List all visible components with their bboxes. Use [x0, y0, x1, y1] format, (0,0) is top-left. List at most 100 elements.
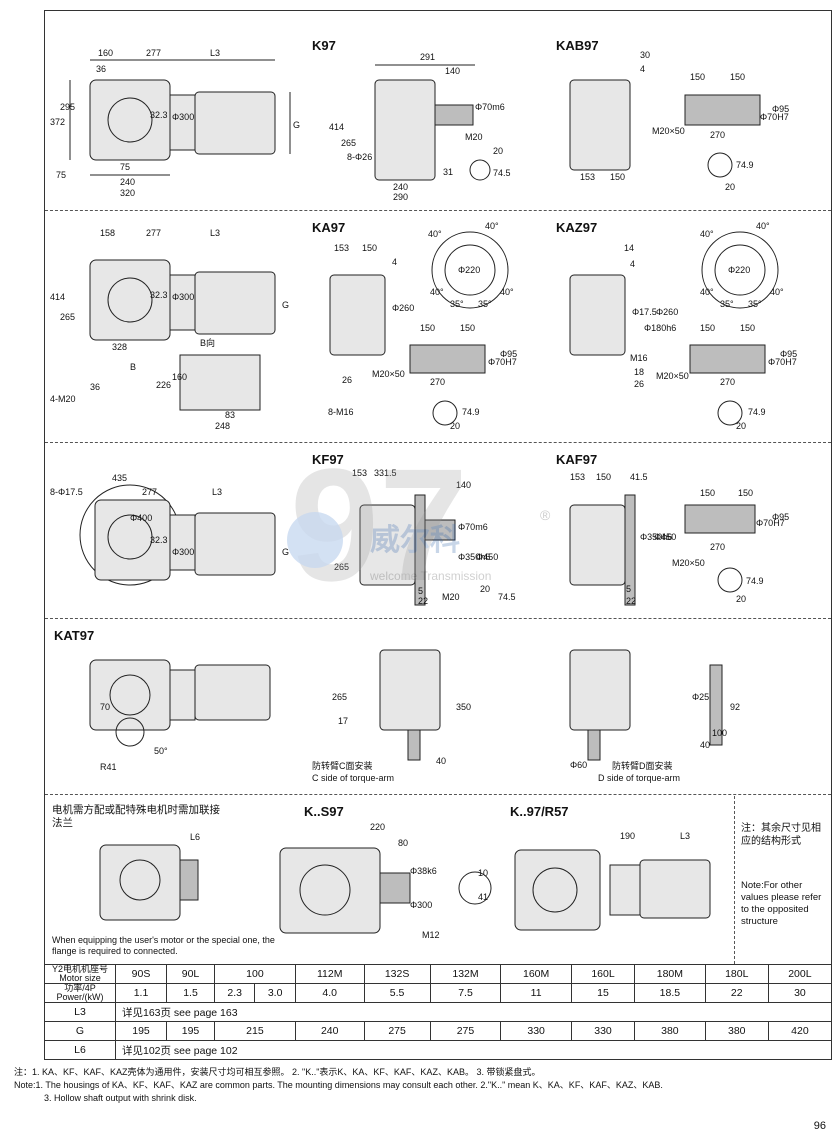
footnote-en-2: 3. Hollow shaft output with shrink disk. — [44, 1093, 197, 1103]
band-kf97 — [45, 443, 831, 619]
table-row: 功率/4P Power/(kW) 1.1 1.5 2.3 3.0 4.0 5.5… — [44, 983, 833, 1003]
svg-text:153: 153 — [352, 468, 367, 478]
table-cell: 3.0 — [254, 983, 296, 1003]
svg-text:B: B — [130, 362, 136, 372]
svg-text:Φ350h6: Φ350h6 — [458, 552, 490, 562]
kf97-side-drawing: 8-Φ17.5 435 277 L3 Φ400 32.3 Φ300 G — [50, 473, 289, 586]
svg-text:Φ70H7: Φ70H7 — [756, 518, 785, 528]
kab97-drawing: 30 4 150 150 Φ70H7 Φ95 M20×50 270 153 15… — [569, 50, 789, 192]
svg-text:M20: M20 — [442, 592, 460, 602]
svg-text:35°: 35° — [478, 299, 492, 309]
svg-text:277: 277 — [146, 228, 161, 238]
svg-text:Φ450: Φ450 — [476, 552, 498, 562]
kaf97-drawing: 153 150 41.5 Φ350h6 Φ450 5 22 150 150 Φ7… — [569, 472, 789, 606]
table-cell: 195 — [166, 1021, 215, 1041]
torque-c-cn: 防转臂C面安装 — [312, 761, 373, 771]
flange-motor-drawing: L6 — [99, 832, 200, 921]
svg-text:Φ60: Φ60 — [570, 760, 587, 770]
kat97-front-c-drawing: 265 17 350 40 — [332, 649, 471, 766]
svg-text:L3: L3 — [210, 48, 220, 58]
svg-text:Φ70H7: Φ70H7 — [488, 357, 517, 367]
table-cell: 7.5 — [429, 983, 502, 1003]
band-kat97 — [45, 619, 831, 795]
svg-text:4: 4 — [630, 259, 635, 269]
svg-text:150: 150 — [690, 72, 705, 82]
table-cell: 160L — [570, 964, 636, 984]
l6-label: L6 — [44, 1040, 116, 1060]
svg-text:150: 150 — [596, 472, 611, 482]
svg-text:8-Φ17.5: 8-Φ17.5 — [50, 487, 83, 497]
svg-text:150: 150 — [740, 323, 755, 333]
svg-text:10: 10 — [478, 868, 488, 878]
svg-text:150: 150 — [362, 243, 377, 253]
svg-text:14: 14 — [624, 243, 634, 253]
svg-text:158: 158 — [100, 228, 115, 238]
svg-text:265: 265 — [60, 312, 75, 322]
svg-text:22: 22 — [418, 596, 428, 606]
table-cell: 180M — [634, 964, 706, 984]
svg-text:140: 140 — [445, 66, 460, 76]
svg-text:248: 248 — [215, 421, 230, 431]
svg-text:220: 220 — [370, 822, 385, 832]
svg-text:Φ300: Φ300 — [410, 900, 432, 910]
svg-text:G: G — [282, 300, 289, 310]
svg-text:Φ70m6: Φ70m6 — [458, 522, 488, 532]
svg-text:320: 320 — [120, 188, 135, 198]
table-row: G 195 195 215 240 275 275 330 330 380 38… — [44, 1021, 833, 1041]
table-cell: 215 — [214, 1021, 296, 1041]
table-cell: 380 — [704, 1021, 769, 1041]
svg-text:40°: 40° — [700, 287, 714, 297]
svg-text:270: 270 — [710, 130, 725, 140]
title-kat97: KAT97 — [54, 628, 95, 643]
svg-text:265: 265 — [334, 562, 349, 572]
table-cell: 330 — [500, 1021, 572, 1041]
svg-text:Φ180h6: Φ180h6 — [644, 323, 676, 333]
svg-text:100: 100 — [712, 728, 727, 738]
table-cell: 22 — [704, 983, 769, 1003]
torque-d-en: D side of torque-arm — [598, 773, 681, 783]
flange-note-cn: 电机需方配或配特殊电机时需加联接法兰 — [52, 804, 220, 829]
title-kf97: KF97 — [312, 452, 344, 467]
table-cell: 132M — [429, 964, 502, 984]
title-k97: K97 — [312, 38, 336, 53]
svg-text:74.5: 74.5 — [498, 592, 516, 602]
svg-text:35°: 35° — [720, 299, 734, 309]
svg-text:270: 270 — [710, 542, 725, 552]
table-cell: 1.1 — [115, 983, 167, 1003]
table-cell: 100 — [214, 964, 296, 984]
drawing-sheet — [44, 10, 832, 1060]
svg-text:226: 226 — [156, 380, 171, 390]
svg-text:20: 20 — [450, 421, 460, 431]
svg-text:40: 40 — [436, 756, 446, 766]
svg-text:40°: 40° — [770, 287, 784, 297]
svg-text:75: 75 — [120, 162, 130, 172]
svg-text:291: 291 — [420, 52, 435, 62]
table-cell: 180L — [704, 964, 769, 984]
svg-text:M20×50: M20×50 — [372, 369, 405, 379]
svg-text:435: 435 — [112, 473, 127, 483]
svg-text:Φ38k6: Φ38k6 — [410, 866, 437, 876]
ka97-side-drawing: 158 277 L3 414 265 32.3 Φ300 G 328 B B向 … — [50, 228, 289, 431]
table-cell: 195 — [115, 1021, 167, 1041]
svg-text:270: 270 — [720, 377, 735, 387]
kf97-front-drawing: 153 331.5 140 Φ70m6 Φ350h6 Φ450 265 5 22… — [334, 468, 516, 606]
svg-text:150: 150 — [420, 323, 435, 333]
page-number: 96 — [813, 1120, 826, 1132]
table-row: L6 详见102页 see page 102 — [44, 1040, 832, 1060]
svg-text:40°: 40° — [485, 221, 499, 231]
svg-text:153: 153 — [570, 472, 585, 482]
svg-text:M12: M12 — [422, 930, 440, 940]
svg-text:372: 372 — [50, 117, 65, 127]
table-cell: 420 — [767, 1021, 833, 1041]
svg-text:Φ260: Φ260 — [656, 307, 678, 317]
kaz97-drawing: 14 4 Φ17.5 Φ180h6 Φ260 M16 18 26 150 150… — [569, 221, 797, 431]
table-row: Y2电机机座号 Motor size 90S 90L 100 112M 132S… — [44, 964, 833, 984]
svg-text:36: 36 — [90, 382, 100, 392]
title-kab97: KAB97 — [556, 38, 599, 53]
table-cell: 275 — [429, 1021, 502, 1041]
svg-text:290: 290 — [393, 192, 408, 202]
svg-text:153: 153 — [334, 243, 349, 253]
svg-text:Φ70m6: Φ70m6 — [475, 102, 505, 112]
svg-text:50°: 50° — [154, 746, 168, 756]
g-label: G — [44, 1021, 116, 1041]
